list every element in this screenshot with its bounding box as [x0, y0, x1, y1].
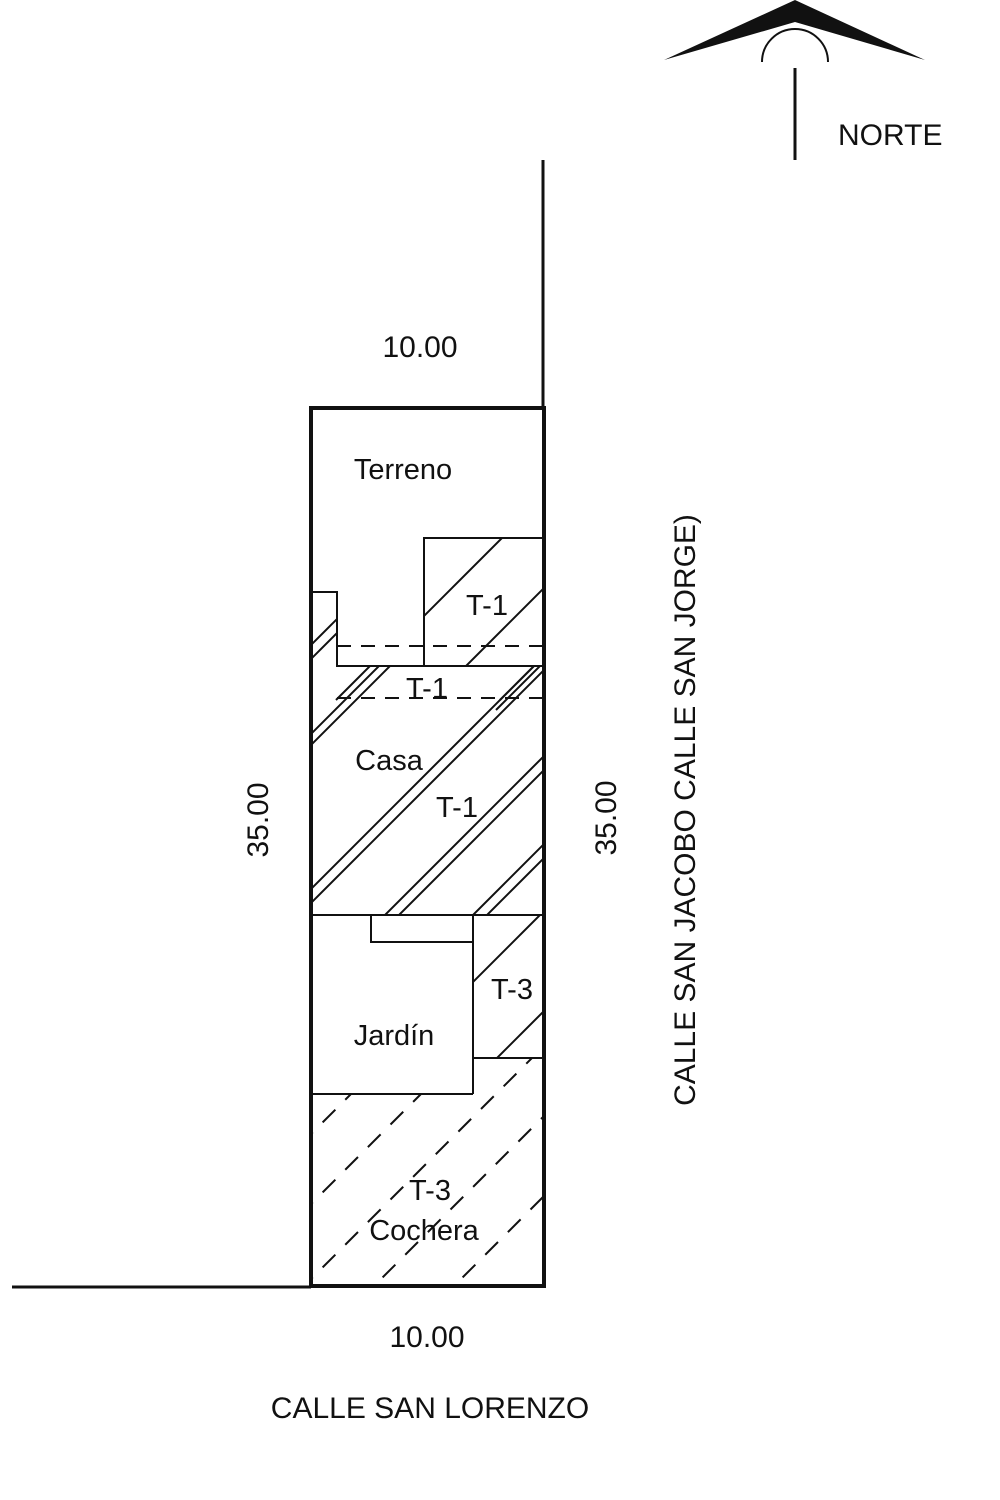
- dimension-left: 35.00: [242, 782, 275, 857]
- zone-t1-casa-label: T-1: [436, 792, 478, 824]
- zone-t1-upper-label: T-1: [466, 590, 508, 622]
- zone-terreno-label: Terreno: [354, 454, 452, 486]
- hatch-t3-side: [473, 915, 544, 1058]
- zone-cochera-label: Cochera: [369, 1215, 479, 1247]
- zone-casa-label: Casa: [355, 745, 424, 777]
- zone-t1-strip-label: T-1: [406, 673, 448, 705]
- north-arrow-icon: [664, 0, 925, 160]
- zone-t3-side-label: T-3: [491, 974, 533, 1006]
- interior-walls: [311, 537, 544, 1095]
- street-south-label: CALLE SAN LORENZO: [271, 1392, 589, 1425]
- zone-t3-cochera-label: T-3: [409, 1175, 451, 1207]
- dimension-right: 35.00: [590, 780, 623, 855]
- north-label: NORTE: [838, 119, 942, 152]
- zone-jardin-label: Jardín: [354, 1020, 435, 1052]
- lot-outline: [309, 406, 546, 1288]
- dashed-lines: [337, 645, 544, 699]
- hatch-left-strip: [311, 617, 337, 661]
- street-east-label: CALLE SAN JACOBO CALLE SAN JORGE): [669, 514, 702, 1106]
- hatch-cochera: [311, 1058, 544, 1286]
- dimension-bottom: 10.00: [389, 1321, 464, 1354]
- dimension-top: 10.00: [382, 331, 457, 364]
- hatch-casa: [311, 666, 544, 915]
